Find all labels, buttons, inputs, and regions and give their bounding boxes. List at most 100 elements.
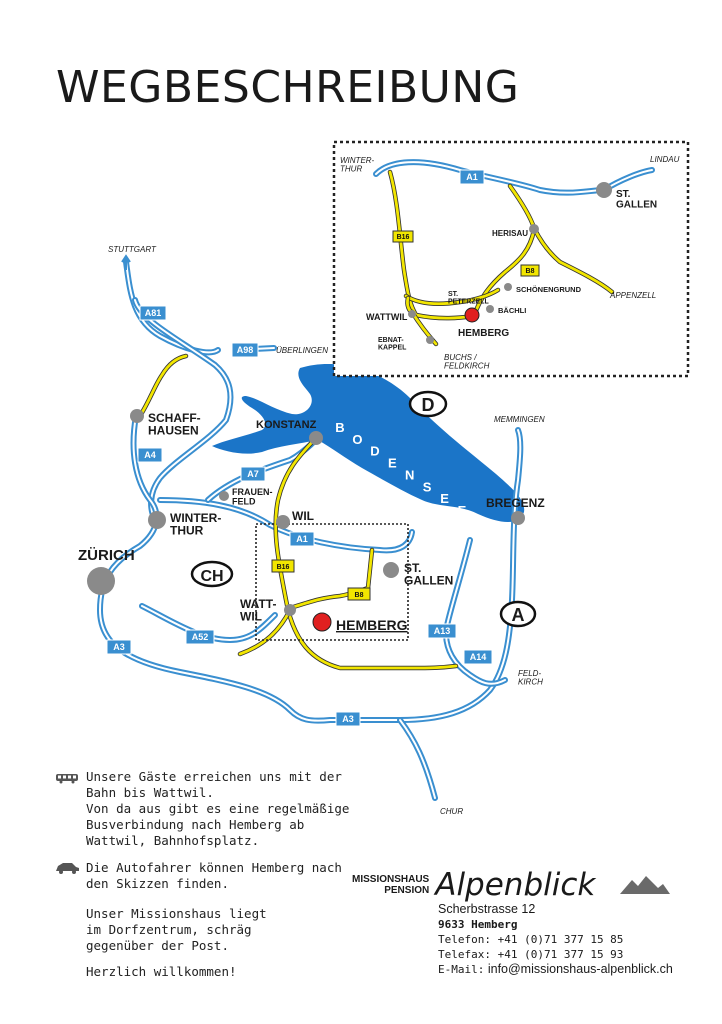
lake-label-letter: B [335, 420, 344, 435]
svg-text:A98: A98 [237, 345, 254, 355]
detail-markers [408, 182, 612, 344]
svg-text:B16: B16 [397, 234, 410, 241]
city-labels: ZÜRICH WINTER-THUR SCHAFF-HAUSEN KONSTAN… [78, 411, 545, 633]
svg-text:A81: A81 [145, 308, 162, 318]
car-icon [56, 863, 79, 874]
marker-wil [276, 515, 290, 529]
detail-marker-herisau [529, 224, 539, 234]
dest-stuttgart: STUTTGART [108, 245, 157, 254]
svg-text:A1: A1 [466, 172, 478, 182]
lake-label-letter: E [388, 456, 397, 471]
dest-feldkirch: FELD-KIRCH [518, 669, 543, 686]
label-wattwil: WATT-WIL [240, 597, 276, 624]
lake-label-letter: O [352, 432, 362, 447]
detail-badges: A1 B16 B8 [392, 169, 540, 277]
svg-text:A3: A3 [342, 714, 354, 724]
brand-subtitle: MISSIONSHAUS PENSION [352, 874, 430, 896]
svg-text:A4: A4 [144, 450, 156, 460]
detail-labels: WINTER-THUR LINDAU ST.GALLEN HERISAU SCH… [340, 155, 680, 370]
badge-a7: A7 [240, 466, 266, 482]
detail-label-stgallen: ST.GALLEN [616, 189, 657, 211]
detail-label-stpeterzell: ST.PETERZELL [448, 291, 490, 305]
svg-text:A13: A13 [434, 626, 451, 636]
address-street: Scherbstrasse 12 [438, 902, 536, 916]
detail-badge-b8: B8 [520, 264, 540, 277]
badge-a4: A4 [137, 447, 163, 463]
lake-label-letter: D [370, 444, 379, 459]
road-badges: A81 A98 A4 A7 A1 A3 A52 A3 A13 A14 B16 B… [106, 305, 493, 727]
detail-marker-hemberg [464, 307, 480, 323]
badge-a1: A1 [289, 531, 315, 547]
marker-schaffhausen [130, 409, 144, 423]
dest-chur: CHUR [440, 807, 463, 816]
detail-dest-lindau: LINDAU [650, 155, 680, 164]
lake-bodensee [212, 363, 525, 522]
label-konstanz: KONSTANZ [256, 419, 317, 431]
detail-marker-ebnatkappel [426, 336, 434, 344]
country-marks: D CH A [190, 390, 537, 628]
badge-a3-west: A3 [106, 639, 132, 655]
svg-text:A14: A14 [470, 652, 487, 662]
marker-bregenz [511, 511, 525, 525]
page-title: WEGBESCHREIBUNG [56, 62, 520, 113]
brand-name: Alpenblick [435, 867, 596, 903]
badge-a52: A52 [185, 629, 215, 645]
dest-memmingen: MEMMINGEN [494, 415, 545, 424]
lake-label-letter: N [405, 467, 414, 482]
detail-main-roads [387, 169, 615, 347]
badge-a3-south: A3 [335, 711, 361, 727]
svg-text:A1: A1 [296, 534, 308, 544]
mountain-logo-icon [620, 876, 670, 894]
highway-network [97, 259, 524, 801]
contact-block: MISSIONSHAUS PENSION Alpenblick Scherbst… [352, 868, 673, 977]
country-ch: CH [200, 568, 223, 585]
marker-hemberg [312, 612, 332, 632]
address: Scherbstrasse 12 9633 Hemberg Telefon: +… [438, 902, 673, 977]
destination-labels: STUTTGART ÜBERLINGEN MEMMINGEN FELD-KIRC… [108, 245, 545, 816]
arrow-stuttgart [121, 254, 131, 270]
svg-text:B8: B8 [526, 268, 535, 275]
label-stgallen: ST.GALLEN [404, 561, 453, 588]
detail-badge-a1: A1 [459, 169, 485, 185]
country-d: D [422, 395, 435, 415]
badge-a14: A14 [463, 649, 493, 665]
label-bregenz: BREGENZ [486, 496, 545, 510]
detail-label-baechli: BÄCHLI [498, 306, 526, 315]
label-winterthur: WINTER-THUR [170, 511, 221, 538]
train-icon [56, 774, 78, 784]
email-link[interactable]: info@missionshaus-alpenblick.ch [487, 962, 673, 976]
badge-b16: B16 [271, 559, 295, 573]
detail-label-hemberg: HEMBERG [458, 328, 509, 339]
info-welcome: Herzlich willkommen! [56, 964, 237, 980]
marker-frauenfeld [219, 491, 229, 501]
detail-label-herisau: HERISAU [492, 229, 528, 238]
svg-text:B16: B16 [277, 564, 290, 571]
detail-label-ebnatkappel: EBNAT-KAPPEL [378, 337, 407, 351]
phone: Telefon: +41 (0)71 377 15 85 [438, 933, 624, 946]
badge-a98: A98 [231, 342, 259, 358]
marker-wattwil [284, 604, 296, 616]
detail-dest-buchs: BUCHS /FELDKIRCH [444, 353, 490, 370]
country-a: A [512, 605, 525, 625]
marker-winterthur [148, 511, 166, 529]
email-line: E-Mail: info@missionshaus-alpenblick.ch [438, 962, 673, 976]
fax: Telefax: +41 (0)71 377 15 93 [438, 948, 624, 961]
label-zurich: ZÜRICH [78, 547, 135, 564]
welcome-text: Herzlich willkommen! [86, 964, 237, 979]
svg-text:A7: A7 [247, 469, 259, 479]
detail-badge-b16: B16 [392, 230, 414, 243]
label-wil: WIL [292, 509, 314, 523]
label-schaffhausen: SCHAFF-HAUSEN [148, 411, 201, 438]
detail-dest-appenzell: APPENZELL [609, 291, 656, 300]
detail-label-wattwil: WATTWIL [366, 312, 408, 322]
marker-konstanz [309, 431, 323, 445]
svg-text:A52: A52 [192, 632, 209, 642]
address-city: 9633 Hemberg [438, 918, 518, 931]
